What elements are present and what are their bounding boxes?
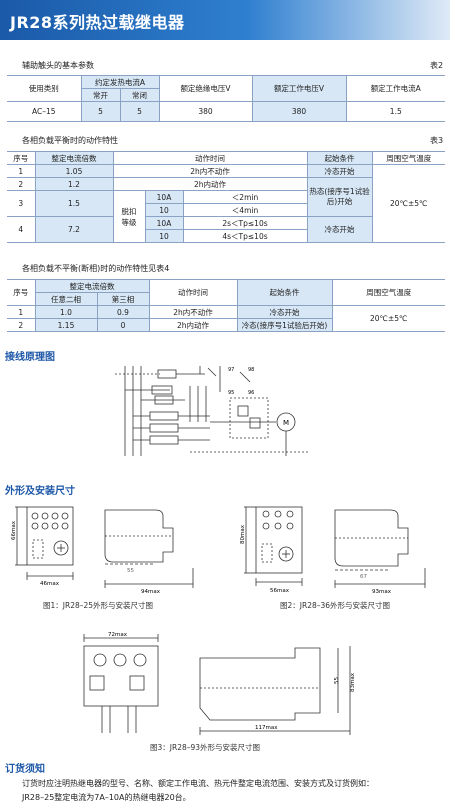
t3-r1-seq: 1 [7, 164, 36, 178]
table2-number: 表2 [430, 61, 444, 70]
t3-amb: 20℃±5℃ [372, 164, 446, 243]
t3-s4-a: 10 [145, 229, 184, 243]
t2-wa: 1.5 [346, 101, 446, 122]
t3-trip-class: 脱扣等级 [113, 190, 146, 243]
figure1-drawing: 66max 46max 55 94max [11, 506, 194, 595]
t4-r1-any: 1.0 [35, 305, 98, 319]
t3-s3-a: 10A [145, 216, 184, 230]
t3-r4-start: 冷态开始 [307, 216, 373, 243]
t3-r3-mult: 1.5 [35, 190, 114, 217]
t2-cat: AC–15 [7, 101, 82, 122]
f3-h2: 83max [350, 672, 356, 692]
t4-r2-any: 1.15 [35, 318, 98, 332]
t4-h-time: 动作时间 [149, 279, 238, 306]
figure3-caption: 图3：JR28–93外形与安装尺寸图 [150, 743, 261, 752]
t2-ins: 380 [159, 101, 253, 122]
t3-h-time: 动作时间 [113, 151, 308, 165]
table3-caption: 各相负载平衡时的动作特性 [22, 136, 118, 145]
table4-caption: 各相负载不平衡(断相)时的动作特性见表4 [22, 264, 170, 273]
terminal-97: 97 [228, 367, 234, 373]
t4-h-mult: 整定电流倍数 [35, 279, 150, 293]
f2-mid: 67 [360, 574, 367, 580]
t4-r2-third: 0 [97, 318, 150, 332]
table2-caption: 辅助触头的基本参数 [22, 61, 94, 70]
t4-r2-time: 2h内动作 [149, 318, 238, 332]
t4-h-seq: 序号 [7, 279, 36, 306]
page-title: JR28系列热过载继电器 [10, 13, 185, 32]
t3-s3-t: 2s＜Tp≤10s [183, 216, 308, 230]
t4-r1-start: 冷态开始 [237, 305, 333, 319]
order-line1: 订货时应注明热继电器的型号、名称、额定工作电流、热元件整定电流范围、安装方式及订… [22, 779, 374, 788]
t3-s1-t: ＜2min [183, 190, 308, 204]
figure1-caption: 图1：JR28–25外形与安装尺寸图 [43, 601, 154, 610]
t2-h-ins: 额定绝缘电压V [159, 75, 253, 102]
order-heading: 订货须知 [5, 764, 45, 775]
motor-label: M [283, 419, 289, 427]
t2-h-nc: 常闭 [120, 88, 160, 102]
t3-r2-time: 2h内动作 [113, 177, 308, 191]
t3-r3-seq: 3 [7, 190, 36, 217]
t4-r1-seq: 1 [7, 305, 36, 319]
terminal-98: 98 [248, 367, 254, 373]
t4-r1-third: 0.9 [97, 305, 150, 319]
dimensions-heading: 外形及安装尺寸 [5, 486, 75, 497]
figure2-drawing: 80max 56max 67 93max [240, 506, 426, 595]
table3: 序号 整定电流倍数 动作时间 起始条件 周围空气温度 1 1.05 2h内不动作… [7, 151, 446, 243]
t4-r1-time: 2h内不动作 [149, 305, 238, 319]
t4-r2-start: 冷态(接序号1试验后开始) [237, 318, 333, 332]
t3-r3-start: 热态(接序号1试验后)开始 [307, 177, 373, 217]
f3-width: 72max [108, 632, 128, 638]
terminal-95: 95 [228, 390, 234, 396]
t4-amb: 20℃±5℃ [332, 305, 445, 332]
t2-h-wv: 额定工作电压V [252, 75, 347, 102]
f1-width: 46max [40, 581, 60, 587]
t3-h-mult: 整定电流倍数 [35, 151, 114, 165]
t3-r4-mult: 7.2 [35, 216, 114, 243]
t4-h-amb: 周围空气温度 [332, 279, 445, 306]
f2-width: 56max [270, 588, 290, 594]
table2: 使用类别 约定发热电流A 额定绝缘电压V 额定工作电压V 额定工作电流A 常开 … [7, 75, 446, 122]
t3-s4-t: 4s＜Tp≤10s [183, 229, 308, 243]
t2-h-wa: 额定工作电流A [346, 75, 446, 102]
t2-wv: 380 [252, 101, 347, 122]
wiring-diagram: M 97 98 95 96 [115, 366, 310, 456]
t2-nc: 5 [120, 101, 160, 122]
f1-height: 66max [11, 520, 17, 540]
t2-no: 5 [81, 101, 121, 122]
wiring-heading: 接线原理图 [5, 352, 55, 363]
t3-r4-seq: 4 [7, 216, 36, 243]
figure3-drawing: 72max 55 83max 117max [83, 632, 356, 735]
order-line2: JR28–25整定电流为7A–10A的热继电器20台。 [22, 793, 191, 802]
t3-s1-a: 10A [145, 190, 184, 204]
f2-height: 80max [240, 524, 246, 544]
t4-h-third: 第三相 [97, 292, 150, 306]
t2-h-cat: 使用类别 [7, 75, 82, 102]
t3-h-seq: 序号 [7, 151, 36, 165]
f1-length: 94max [141, 589, 161, 595]
t3-s2-a: 10 [145, 203, 184, 217]
t3-h-start: 起始条件 [307, 151, 373, 165]
t4-h-any: 任意二相 [35, 292, 98, 306]
table3-number: 表3 [430, 136, 444, 145]
table4: 序号 整定电流倍数 动作时间 起始条件 周围空气温度 任意二相 第三相 1 1.… [7, 279, 445, 332]
t2-h-no: 常开 [81, 88, 121, 102]
t3-r1-start: 冷态开始 [307, 164, 373, 178]
t3-r2-mult: 1.2 [35, 177, 114, 191]
f1-mid: 55 [127, 568, 134, 574]
f3-h1: 55 [334, 677, 340, 684]
t4-r2-seq: 2 [7, 318, 36, 332]
t3-r1-mult: 1.05 [35, 164, 114, 178]
f2-length: 93max [372, 589, 392, 595]
title-banner: JR28系列热过载继电器 [0, 0, 450, 40]
t3-r2-seq: 2 [7, 177, 36, 191]
t3-r1-time: 2h内不动作 [113, 164, 308, 178]
t3-s2-t: ＜4min [183, 203, 308, 217]
t4-h-start: 起始条件 [237, 279, 333, 306]
t3-h-amb: 周围空气温度 [372, 151, 446, 165]
figure2-caption: 图2：JR28–36外形与安装尺寸图 [280, 601, 391, 610]
f3-length: 117max [255, 725, 278, 731]
terminal-96: 96 [248, 390, 254, 396]
t2-h-heat: 约定发热电流A [81, 75, 160, 89]
